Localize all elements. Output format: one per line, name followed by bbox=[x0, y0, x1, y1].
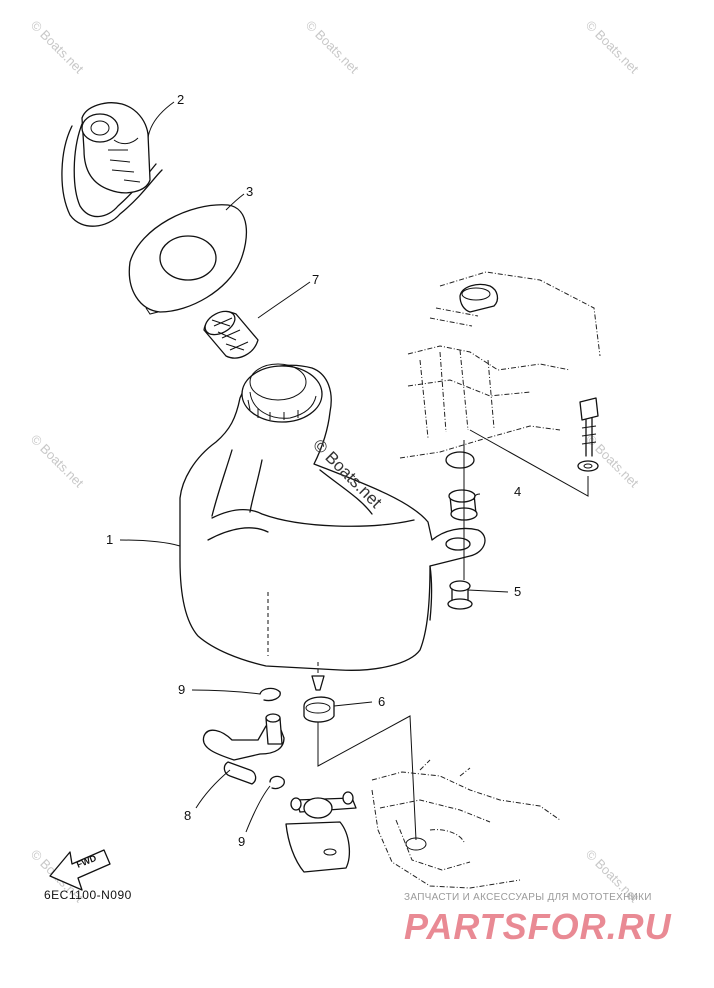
callout-8: 8 bbox=[184, 808, 191, 823]
watermark-top-left: © Boats.net bbox=[28, 18, 87, 77]
callout-9-lower: 9 bbox=[238, 834, 245, 849]
diagram-code: 6EC1100-N090 bbox=[44, 888, 132, 902]
watermark-top-middle: © Boats.net bbox=[303, 18, 362, 77]
bolt-and-washer bbox=[577, 397, 599, 472]
callout-7: 7 bbox=[312, 272, 319, 287]
background-hull-lower bbox=[371, 759, 561, 889]
fuel-valve bbox=[285, 791, 357, 873]
callout-1: 1 bbox=[106, 532, 113, 547]
callout-labels: 2 3 7 1 4 5 6 9 8 9 bbox=[106, 92, 521, 849]
part-4-grommet bbox=[448, 489, 478, 521]
callout-9-upper: 9 bbox=[178, 682, 185, 697]
callout-6: 6 bbox=[378, 694, 385, 709]
brand-logo: PARTSFOR.RU bbox=[404, 906, 672, 947]
part-3-seal-ring bbox=[128, 204, 248, 315]
callout-leaders bbox=[119, 101, 509, 833]
part-9-clip-upper bbox=[259, 687, 281, 702]
part-1-oil-tank bbox=[179, 363, 486, 671]
assembly-lines bbox=[317, 429, 589, 841]
watermark-top-right: © Boats.net bbox=[583, 18, 642, 77]
part-9-clip-lower bbox=[269, 775, 285, 790]
part-6-grommet bbox=[303, 662, 335, 723]
fwd-arrow-icon: FWD bbox=[49, 849, 111, 891]
callout-4: 4 bbox=[514, 484, 521, 499]
callout-2: 2 bbox=[177, 92, 184, 107]
watermark-mid-left: © Boats.net bbox=[28, 432, 87, 491]
part-8-hose bbox=[202, 713, 285, 785]
part-2-cap-strap bbox=[61, 102, 163, 227]
brand-tagline: ЗАПЧАСТИ И АКСЕССУАРЫ ДЛЯ МОТОТЕХНИКИ bbox=[404, 892, 652, 903]
part-7-filter bbox=[203, 310, 259, 359]
callout-5: 5 bbox=[514, 584, 521, 599]
background-hull-upper bbox=[399, 271, 601, 469]
part-5-collar bbox=[447, 580, 473, 610]
callout-3: 3 bbox=[246, 184, 253, 199]
